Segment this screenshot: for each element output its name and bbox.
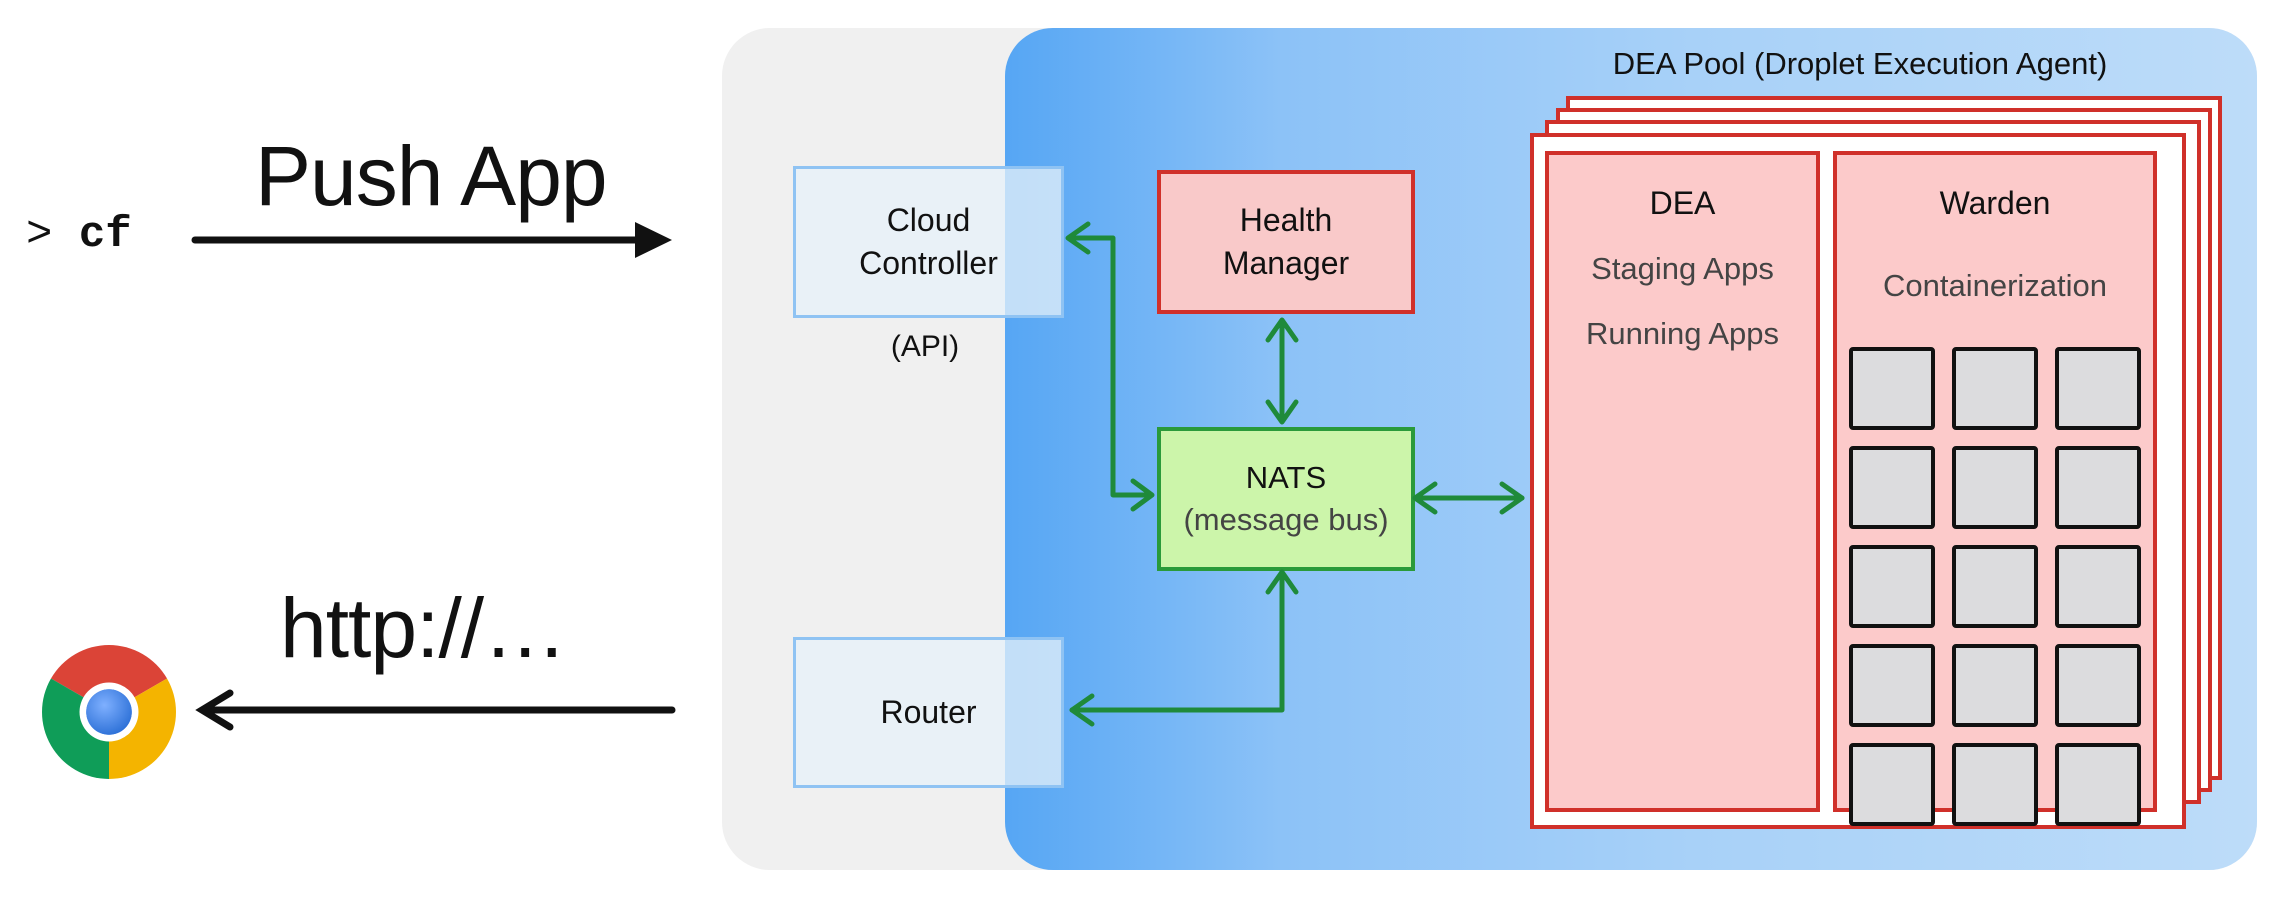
cloud-controller-box: Cloud Controller [793, 166, 1064, 318]
container-cell [1849, 644, 1935, 727]
container-cell [1849, 743, 1935, 826]
container-cell [2055, 446, 2141, 529]
container-cell [2055, 644, 2141, 727]
warden-title: Warden [1939, 185, 2051, 221]
container-cell [1849, 446, 1935, 529]
warden-column: Warden Containerization [1833, 151, 2157, 826]
router-label: Router [880, 693, 977, 730]
container-grid [1849, 347, 2141, 826]
prompt-symbol: > [26, 210, 53, 260]
container-cell [2055, 743, 2141, 826]
health-manager-label: Health Manager [1222, 201, 1350, 281]
container-cell [1952, 545, 2038, 628]
container-cell [2055, 347, 2141, 430]
container-cell [1952, 347, 2038, 430]
nats-router-arrow [1069, 569, 1285, 713]
container-cell [1952, 644, 2038, 727]
container-cell [1952, 446, 2038, 529]
staging-apps-label: Staging Apps [1591, 251, 1774, 286]
push-app-label: Push App [255, 129, 608, 223]
containerization-label: Containerization [1882, 268, 2108, 303]
http-label: http://… [280, 581, 567, 675]
running-apps-label: Running Apps [1585, 316, 1780, 351]
nats-subtitle: (message bus) [1183, 502, 1389, 537]
push-arrow [191, 222, 672, 258]
cc-nats-arrow [1067, 235, 1153, 498]
cloud-controller-label: Cloud Controller [859, 201, 998, 281]
container-cell [2055, 545, 2141, 628]
router-box: Router [793, 637, 1064, 788]
dea-pool-title: DEA Pool (Droplet Execution Agent) [1612, 46, 2108, 81]
container-cell [1849, 347, 1935, 430]
container-cell [1849, 545, 1935, 628]
cli-command: cf [78, 210, 132, 260]
api-label: (API) [890, 330, 960, 363]
dea-column: DEA Staging Apps Running Apps [1545, 151, 1820, 812]
dea-title: DEA [1649, 185, 1716, 221]
health-manager-box: Health Manager [1157, 170, 1415, 314]
nats-title: NATS [1245, 460, 1327, 496]
container-cell [1952, 743, 2038, 826]
cli-prompt: > cf [26, 210, 132, 260]
chrome-icon [42, 645, 176, 779]
http-arrow [195, 689, 676, 731]
